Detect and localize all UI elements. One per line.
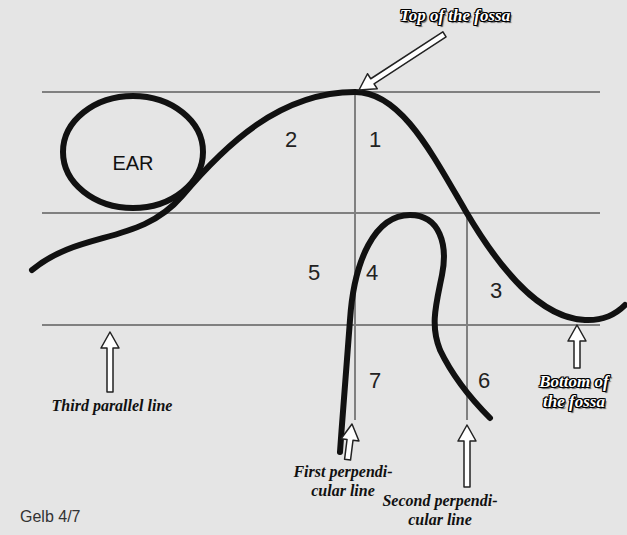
first-perpendicular-line bbox=[354, 92, 356, 420]
callout-number: 3 bbox=[490, 278, 502, 304]
callout-label: Top of the fossa bbox=[400, 6, 510, 26]
line-label: Third parallel line bbox=[52, 396, 173, 415]
source-tag: Gelb 4/7 bbox=[20, 507, 80, 526]
condyle-outline bbox=[340, 215, 490, 452]
callout-number: 4 bbox=[366, 260, 378, 286]
callout-number: 7 bbox=[369, 368, 381, 394]
callout-number: 2 bbox=[285, 127, 297, 153]
callout-number: 6 bbox=[478, 368, 490, 394]
pointer-arrow bbox=[101, 332, 119, 392]
callout-number: 5 bbox=[308, 260, 320, 286]
ear-ellipse bbox=[63, 96, 203, 208]
third-parallel-line bbox=[42, 324, 600, 326]
shape-text: EAR bbox=[112, 130, 153, 175]
ear-circle: EAR bbox=[60, 93, 206, 211]
fossa-outline bbox=[32, 92, 625, 320]
pointer-arrow bbox=[458, 425, 476, 487]
line-label: Second perpendi- cular line bbox=[372, 491, 508, 529]
second-parallel-line bbox=[42, 212, 600, 214]
pointer-arrow bbox=[339, 423, 361, 461]
callout-number: 1 bbox=[369, 127, 381, 153]
pointer-arrow bbox=[568, 325, 586, 368]
pointer-arrow bbox=[354, 27, 449, 98]
callout-label: Bottom of the fossa bbox=[529, 372, 619, 413]
